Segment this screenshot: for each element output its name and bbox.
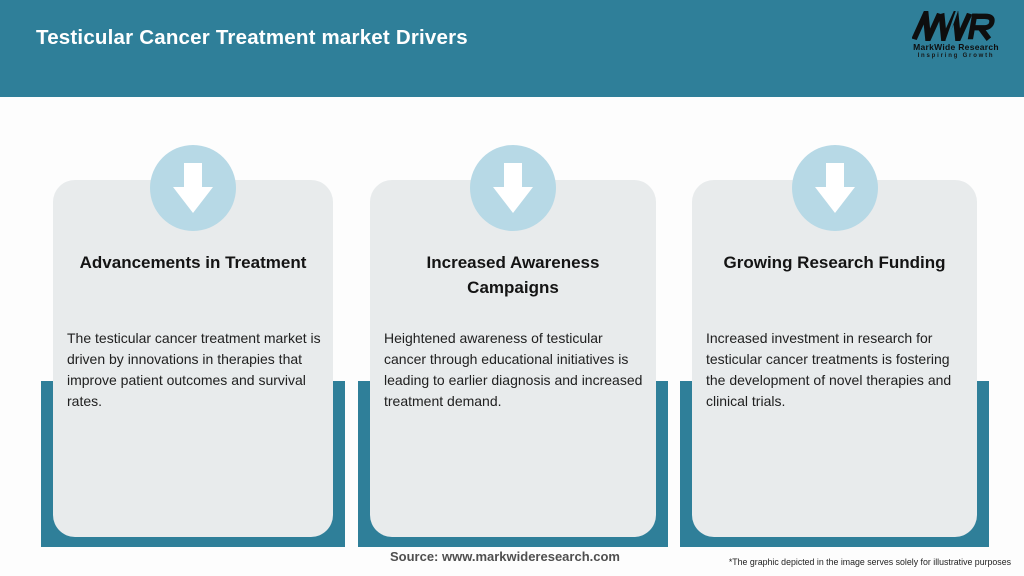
source-text: Source: www.markwideresearch.com bbox=[389, 549, 620, 564]
down-arrow-icon bbox=[173, 163, 213, 213]
page-title: Testicular Cancer Treatment market Drive… bbox=[36, 26, 468, 49]
icon-badge bbox=[791, 145, 878, 231]
icon-badge bbox=[470, 145, 556, 231]
card-description: The testicular cancer treatment market i… bbox=[67, 330, 321, 409]
header-band: Testicular Cancer Treatment market Drive… bbox=[0, 0, 1024, 97]
down-arrow-icon bbox=[493, 163, 533, 213]
card-title: Advancements in Treatment bbox=[79, 253, 307, 272]
card-description: Increased investment in research for tes… bbox=[706, 330, 952, 409]
card-panel: Advancements in Treatment The testicular… bbox=[53, 180, 333, 537]
brand-tagline: Inspiring Growth bbox=[917, 53, 995, 59]
disclaimer-text: *The graphic depicted in the image serve… bbox=[728, 557, 1011, 567]
driver-card-awareness: Increased Awareness Campaigns Heightened… bbox=[358, 145, 668, 547]
down-arrow-icon bbox=[814, 163, 855, 213]
card-description: Heightened awareness of testicular cance… bbox=[384, 330, 643, 409]
driver-card-advancements: Advancements in Treatment The testicular… bbox=[41, 145, 345, 547]
driver-card-research-funding: Growing Research Funding Increased inves… bbox=[680, 145, 989, 547]
brand-logo: MarkWide Research Inspiring Growth bbox=[904, 11, 1008, 59]
card-panel: Increased Awareness Campaigns Heightened… bbox=[370, 180, 656, 537]
icon-badge bbox=[150, 145, 236, 231]
card-title: Increased Awareness Campaigns bbox=[426, 253, 600, 297]
card-panel: Growing Research Funding Increased inves… bbox=[692, 180, 977, 537]
card-title: Growing Research Funding bbox=[723, 253, 946, 272]
brand-name: MarkWide Research bbox=[913, 42, 999, 52]
mwr-monogram-icon bbox=[912, 11, 995, 41]
